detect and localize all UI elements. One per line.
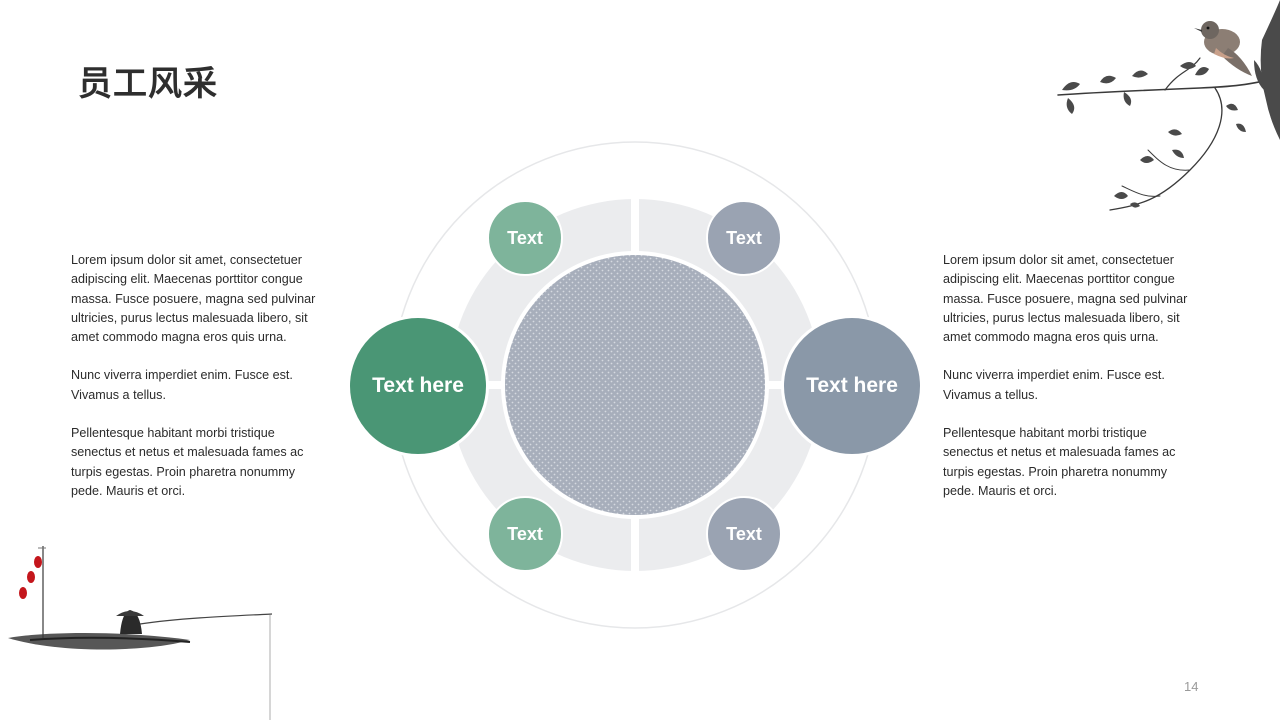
left-paragraph-1: Lorem ipsum dolor sit amet, consectetuer… xyxy=(71,253,316,345)
right-paragraph-2: Nunc viverra imperdiet enim. Fusce est. … xyxy=(943,368,1165,402)
left-paragraph-3: Pellentesque habitant morbi tristique se… xyxy=(71,426,304,498)
red-lanterns xyxy=(19,556,42,599)
right-text-column: Lorem ipsum dolor sit amet, consectetuer… xyxy=(943,251,1199,520)
circular-diagram: Text Text Text Text Text here Text here xyxy=(340,140,930,632)
left-paragraph-2: Nunc viverra imperdiet enim. Fusce est. … xyxy=(71,368,293,402)
center-circle xyxy=(505,255,765,515)
ink-bird-on-branch-illustration xyxy=(1057,0,1280,211)
node-left: Text here xyxy=(347,315,489,457)
node-bottom-right: Text xyxy=(706,496,782,572)
node-top-left: Text xyxy=(487,200,563,276)
diagram-rings xyxy=(391,141,879,629)
node-right-label: Text here xyxy=(806,374,898,397)
node-top-right: Text xyxy=(706,200,782,276)
ink-fisherman-boat-illustration xyxy=(8,546,273,720)
right-paragraph-3: Pellentesque habitant morbi tristique se… xyxy=(943,426,1176,498)
node-left-label: Text here xyxy=(372,374,464,397)
page-number: 14 xyxy=(1184,679,1199,694)
node-bottom-right-label: Text xyxy=(726,523,762,544)
node-right: Text here xyxy=(781,315,923,457)
left-text-column: Lorem ipsum dolor sit amet, consectetuer… xyxy=(71,251,327,520)
bird xyxy=(1194,21,1252,76)
node-bottom-left-label: Text xyxy=(507,523,543,544)
right-paragraph-1: Lorem ipsum dolor sit amet, consectetuer… xyxy=(943,253,1188,345)
node-bottom-left: Text xyxy=(487,496,563,572)
node-top-left-label: Text xyxy=(507,227,543,248)
slide-title: 员工风采 xyxy=(78,64,218,104)
node-top-right-label: Text xyxy=(726,227,762,248)
